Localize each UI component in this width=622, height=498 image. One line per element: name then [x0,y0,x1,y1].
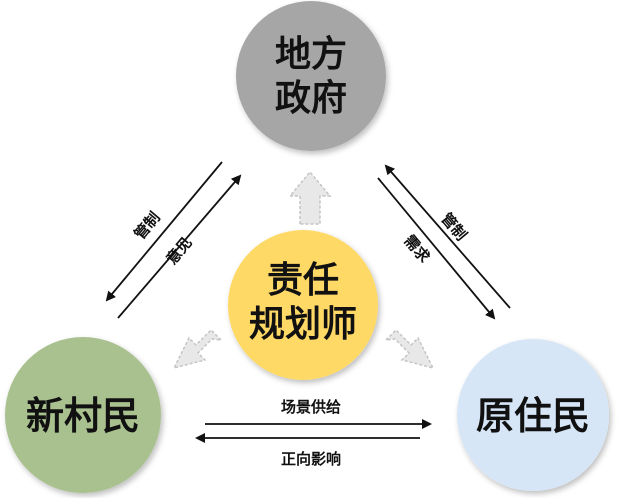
residents-label: 原住民 [476,394,590,438]
edge-villagers-residents: 场景供给 正向影响 [195,398,432,468]
edge-government-residents: 管制 需求 [377,164,511,320]
planner-label-line2: 规划师 [249,304,357,345]
arrow-residents-to-government [384,164,511,309]
arrow-villagers-to-government [117,174,242,319]
government-label-line2: 政府 [275,77,347,119]
residents-node: 原住民 [457,339,609,491]
planner-node: 责任 规划师 [228,230,378,380]
government-node: 地方 政府 [236,1,386,151]
residents-circle [457,339,609,491]
edge-label-right-demand: 需求 [400,232,434,267]
hollow-arrow-left [172,328,224,370]
villagers-label: 新村民 [26,394,140,438]
villagers-node: 新村民 [5,337,161,493]
arrow-government-to-villagers [105,161,223,302]
government-label-line1: 地方 [275,34,347,75]
edge-label-left-opinion: 意见 [163,234,196,269]
planner-label-line1: 责任 [267,260,339,301]
villagers-circle [5,337,161,493]
arrow-government-to-residents [377,177,496,320]
edge-label-right-control: 管制 [437,210,470,245]
planner-hollow-arrows [172,170,435,370]
planner-circle [228,230,378,380]
government-circle [236,1,386,151]
edge-label-positive-influence: 正向影响 [281,450,341,468]
edge-label-scene-supply: 场景供给 [281,398,341,416]
hollow-arrow-right [383,328,435,370]
edge-government-villagers: 管制 意见 [105,161,242,319]
hollow-arrow-up [288,170,332,225]
